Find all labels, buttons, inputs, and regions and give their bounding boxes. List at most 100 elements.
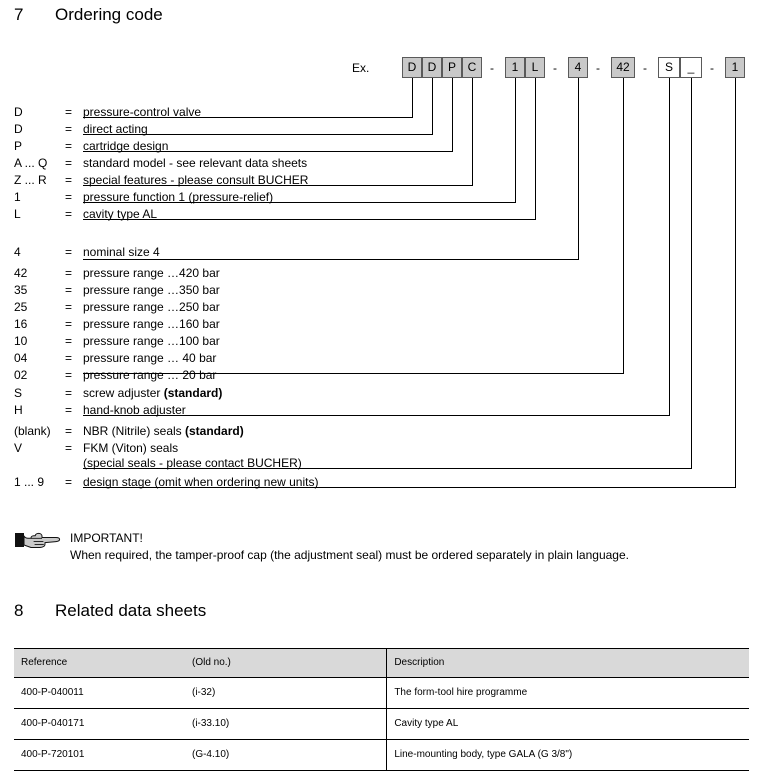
leader-line-vertical-10 [691,78,692,468]
legend-code-17: (blank) [14,424,51,438]
legend-eq-4: = [65,173,73,187]
legend-text-1: direct acting [83,122,148,136]
leader-line-horizontal-9 [83,415,670,416]
table-row: 400-P-040171 (i-33.10) Cavity type AL [14,708,749,740]
legend-eq-9: = [65,283,73,297]
legend-code-5: 1 [14,190,21,204]
code-box-2[interactable]: D [422,57,442,78]
legend-eq-11: = [65,317,73,331]
leader-line-vertical-2 [432,78,433,134]
legend-text-15: screw adjuster (standard) [83,386,222,400]
table-cell-reference: 400-P-720101 [14,739,185,771]
table-cell-description: Line-mounting body, type GALA (G 3/8") [386,739,749,771]
legend-eq-15: = [65,386,73,400]
legend-code-3: A ... Q [14,156,48,170]
code-box-11[interactable]: 1 [725,57,745,78]
leader-line-vertical-3 [452,78,453,151]
table-head: Reference (Old no.) Description [14,648,749,678]
legend-eq-10: = [65,300,73,314]
code-separator-3: - [596,61,600,75]
legend-text-6: cavity type AL [83,207,158,221]
code-box-7[interactable]: 4 [568,57,588,78]
legend-code-11: 16 [14,317,28,331]
code-separator-1: - [490,61,494,75]
section-heading-related-data-sheets: 8 Related data sheets [14,601,206,621]
code-box-9[interactable]: S [658,57,680,78]
code-box-4[interactable]: C [462,57,482,78]
legend-code-18: V [14,441,23,455]
legend-code-0: D [14,105,23,119]
legend-eq-2: = [65,139,73,153]
section-title: Related data sheets [55,601,207,620]
legend-code-12: 10 [14,334,28,348]
legend-text-8: pressure range …420 bar [83,266,220,280]
code-box-6[interactable]: L [525,57,545,78]
leader-line-horizontal-2 [83,134,433,135]
leader-line-horizontal-10 [83,468,692,469]
legend-eq-6: = [65,207,73,221]
code-box-3[interactable]: P [442,57,462,78]
code-box-1[interactable]: D [402,57,422,78]
legend-eq-12: = [65,334,73,348]
legend-text-17-bold: (standard) [185,424,244,438]
leader-line-horizontal-3 [83,151,453,152]
table-header-reference: Reference [14,648,185,678]
legend-eq-3: = [65,156,73,170]
legend-text-19: (special seals - please contact BUCHER) [83,456,302,470]
legend-text-3: standard model - see relevant data sheet… [83,156,308,170]
legend-code-10: 25 [14,300,28,314]
legend-text-17: NBR (Nitrile) seals (standard) [83,424,244,438]
legend-code-4: Z ... R [14,173,47,187]
section-number: 8 [14,601,24,620]
code-separator-2: - [553,61,557,75]
important-title: IMPORTANT! [70,531,143,545]
legend-text-15-bold: (standard) [163,386,223,400]
section-title: Ordering code [55,5,163,24]
legend-eq-17: = [65,424,73,438]
code-separator-5: - [710,61,714,75]
leader-line-horizontal-8 [83,373,624,374]
legend-text-2: cartridge design [83,139,169,153]
legend-eq-1: = [65,122,73,136]
legend-text-11: pressure range …160 bar [83,317,220,331]
legend-text-5: pressure function 1 (pressure-relief) [83,190,274,204]
legend-code-9: 35 [14,283,28,297]
code-box-8[interactable]: 42 [611,57,635,78]
legend-code-8: 42 [14,266,28,280]
leader-line-vertical-7 [578,78,579,259]
section-number: 7 [14,5,24,24]
legend-text-18: FKM (Viton) seals [83,441,179,455]
table-row: 400-P-720101 (G-4.10) Line-mounting body… [14,739,749,771]
leader-line-vertical-1 [412,78,413,117]
legend-code-15: S [14,386,23,400]
legend-eq-20: = [65,475,73,489]
related-data-sheets-table: Reference (Old no.) Description 400-P-04… [14,648,749,771]
legend-text-17-plain: NBR (Nitrile) seals [83,424,186,438]
leader-line-horizontal-4 [83,185,473,186]
code-separator-4: - [643,61,647,75]
legend-code-13: 04 [14,351,28,365]
legend-eq-8: = [65,266,73,280]
legend-text-9: pressure range …350 bar [83,283,220,297]
legend-eq-14: = [65,368,73,382]
important-text: When required, the tamper-proof cap (the… [70,548,629,562]
pointing-hand-icon [15,532,61,548]
ordering-code-legend: D = pressure-control valve D = direct ac… [14,105,318,489]
example-label: Ex. [352,61,370,75]
code-box-10[interactable]: _ [680,57,702,78]
leader-line-vertical-9 [669,78,670,415]
code-box-5[interactable]: 1 [505,57,525,78]
table-row: 400-P-040011 (i-32) The form-tool hire p… [14,677,749,709]
table-header-row: Reference (Old no.) Description [14,648,749,678]
legend-eq-13: = [65,351,73,365]
leader-line-vertical-6 [535,78,536,219]
legend-code-14: 02 [14,368,28,382]
table-cell-old-no: (i-32) [184,677,388,709]
legend-text-12: pressure range …100 bar [83,334,220,348]
legend-code-7: 4 [14,245,21,259]
legend-code-2: P [14,139,23,153]
legend-eq-18: = [65,441,73,455]
legend-code-1: D [14,122,23,136]
table-cell-description: The form-tool hire programme [386,677,749,709]
table-cell-reference: 400-P-040171 [14,708,185,740]
